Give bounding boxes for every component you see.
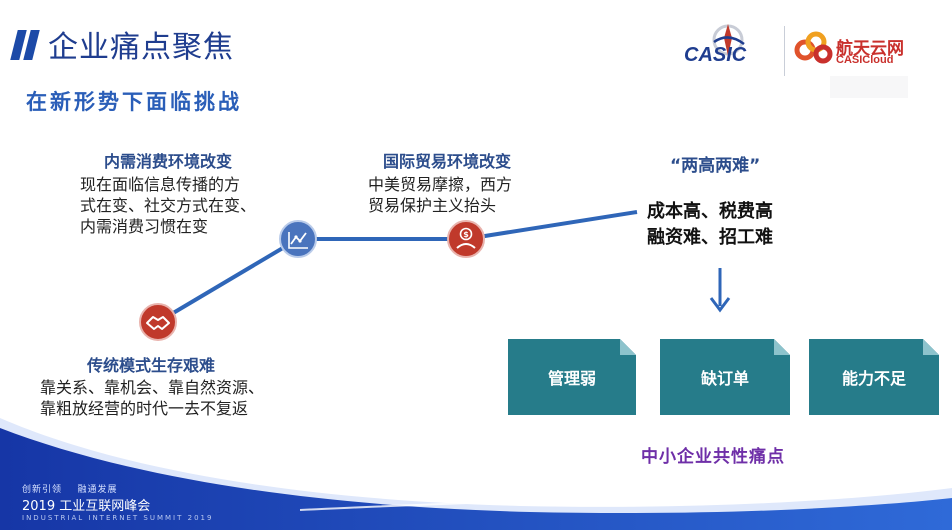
stage3-line: 贸易保护主义抬头 <box>368 196 497 215</box>
svg-text:$: $ <box>463 230 469 239</box>
casicloud-logo-cn: 航天云网 <box>836 39 904 59</box>
pain-point-box-management: 管理弱 <box>508 339 636 415</box>
stage2-description: 现在面临信息传播的方 式在变、社交方式在变、 内需消费习惯在变 <box>80 174 256 237</box>
stage1-line: 靠关系、靠机会、靠自然资源、 <box>40 378 265 397</box>
footer-slogan-right: 融通发展 <box>77 485 118 495</box>
stage4-line: 成本高、税费高 <box>647 201 773 222</box>
footer-event-cn: 2019 工业互联网峰会 <box>22 499 151 514</box>
cloud-logo-icon <box>794 31 833 64</box>
casicloud-logo-mark <box>794 30 834 66</box>
casic-emblem-icon <box>712 24 745 56</box>
pain-point-box-capability: 能力不足 <box>809 339 939 415</box>
casic-logo-text: CASIC <box>684 44 747 66</box>
stage2-node <box>279 220 317 258</box>
stage4-line: 融资难、招工难 <box>647 227 773 248</box>
stage3-heading: 国际贸易环境改变 <box>383 152 512 171</box>
footer-slogan: 创新引领 融通发展 <box>22 482 213 495</box>
timeline-line <box>156 210 638 324</box>
pain-point-box-orders: 缺订单 <box>660 339 790 415</box>
stage2-line: 现在面临信息传播的方 <box>80 175 241 194</box>
stage3-line: 中美贸易摩擦，西方 <box>368 175 513 194</box>
down-arrow-head <box>709 297 731 313</box>
page-subtitle: 在新形势下面临挑战 <box>26 90 242 114</box>
money-person-icon: $ <box>447 220 485 258</box>
casic-logo: CASIC <box>684 18 774 78</box>
logo-shadow-panel <box>830 76 908 98</box>
stage3-description: 中美贸易摩擦，西方 贸易保护主义抬头 <box>368 174 512 216</box>
stage2-line: 式在变、社交方式在变、 <box>80 196 257 215</box>
stage3-node: $ <box>447 220 485 258</box>
footer-event-en: INDUSTRIAL INTERNET SUMMIT 2019 <box>22 514 214 522</box>
logo-divider <box>784 26 785 76</box>
footer-slogan-left: 创新引领 <box>22 485 63 495</box>
pain-points-caption: 中小企业共性痛点 <box>641 447 785 467</box>
stage1-node <box>139 303 177 341</box>
handshake-icon <box>139 303 177 341</box>
casicloud-logo-en: CASICloud <box>836 54 894 66</box>
stage1-line: 靠粗放经营的时代一去不复返 <box>40 399 249 418</box>
stage2-heading: 内需消费环境改变 <box>104 152 233 171</box>
stage4-heading: “两高两难” <box>670 156 761 176</box>
page-title: 企业痛点聚焦 <box>48 30 234 65</box>
stage1-heading: 传统模式生存艰难 <box>87 356 216 375</box>
stage2-line: 内需消费习惯在变 <box>80 217 209 236</box>
line-chart-icon <box>279 220 317 258</box>
stage4-description: 成本高、税费高 融资难、招工难 <box>647 199 773 251</box>
stage1-description: 靠关系、靠机会、靠自然资源、 靠粗放经营的时代一去不复返 <box>40 377 264 419</box>
footer-branding: 创新引领 融通发展 2019 工业互联网峰会 INDUSTRIAL INTERN… <box>22 482 213 522</box>
